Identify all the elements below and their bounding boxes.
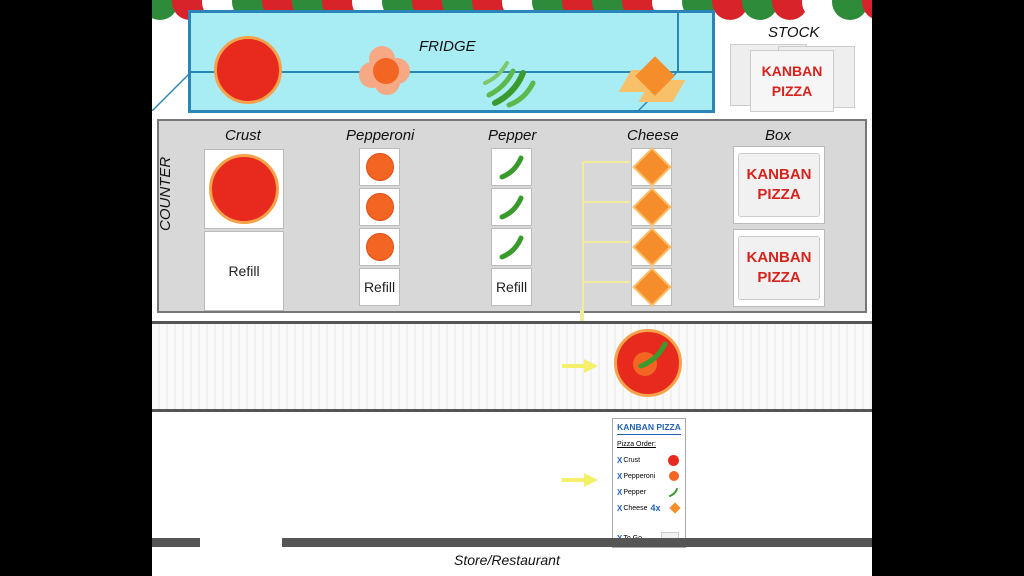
- order-check-mark: X: [617, 455, 623, 465]
- pepper-slot-2[interactable]: [491, 188, 532, 226]
- fridge-label: FRIDGE: [419, 38, 476, 55]
- cheese-slot-4[interactable]: [631, 267, 672, 307]
- conveyor-bottom-edge: [152, 409, 872, 412]
- order-row-pepperoni: X Pepperoni: [617, 468, 681, 484]
- pepper-slot-3[interactable]: [491, 228, 532, 266]
- store-label: Store/Restaurant: [454, 552, 560, 568]
- stock-box-text-2: PIZZA: [771, 83, 813, 99]
- cheese-slot-3[interactable]: [631, 227, 672, 267]
- crust-refill-card[interactable]: Refill: [204, 231, 284, 311]
- arrow-right-icon: [562, 359, 598, 373]
- pizza-in-progress[interactable]: [614, 329, 682, 397]
- arrow-right-icon: [562, 473, 598, 487]
- pizza-box-icon: KANBAN PIZZA: [738, 153, 820, 217]
- column-title-cheese: Cheese: [627, 127, 679, 144]
- stock-boxes[interactable]: KANBAN PIZZA: [730, 42, 855, 112]
- order-row-crust: X Crust: [617, 452, 681, 468]
- order-row-cheese: X Cheese 4x: [617, 500, 681, 516]
- pizza-pepper-topping: [638, 341, 668, 369]
- crust-icon: [668, 454, 679, 466]
- cheese-slot-1[interactable]: [631, 147, 672, 187]
- cheese-icon: [631, 267, 672, 307]
- stock-box-text-1: KANBAN: [761, 63, 823, 79]
- fridge-crust-icon[interactable]: [214, 36, 282, 104]
- order-check-mark: X: [617, 487, 623, 497]
- game-scene: FRIDGE STOCK KANBAN PIZZA: [152, 0, 872, 576]
- box-text-2: PIZZA: [757, 269, 801, 286]
- stock-label: STOCK: [768, 24, 820, 41]
- fridge-pepper-icon[interactable]: [481, 53, 541, 108]
- order-check-mark: X: [617, 471, 623, 481]
- pepper-icon: [499, 195, 523, 220]
- store-wall-left: [152, 538, 200, 547]
- pepperoni-slot-1[interactable]: [359, 148, 400, 186]
- cheese-slot-2[interactable]: [631, 187, 672, 227]
- crust-refill-label: Refill: [228, 263, 260, 279]
- pepperoni-refill-label: Refill: [363, 279, 396, 295]
- box-slot-2[interactable]: KANBAN PIZZA: [733, 229, 825, 307]
- order-ticket[interactable]: KANBAN PIZZA Pizza Order: X Crust X Pepp…: [612, 418, 686, 548]
- fridge-pepperoni-icon[interactable]: [359, 46, 414, 101]
- conveyor-belt: [152, 324, 872, 409]
- column-title-crust: Crust: [225, 127, 261, 144]
- pepper-slot-1[interactable]: [491, 148, 532, 186]
- order-item-label: Crust: [623, 456, 641, 464]
- column-title-box: Box: [765, 127, 791, 144]
- pepperoni-slot-3[interactable]: [359, 228, 400, 266]
- kanban-signal-lines: [582, 161, 632, 321]
- box-text-1: KANBAN: [746, 166, 812, 183]
- box-slot-1[interactable]: KANBAN PIZZA: [733, 146, 825, 224]
- crust-slot[interactable]: [204, 149, 284, 229]
- conveyor-top-edge: [152, 321, 872, 324]
- box-text-2: PIZZA: [757, 186, 801, 203]
- cheese-icon: [669, 502, 681, 514]
- pepper-icon: [499, 235, 523, 260]
- pepper-icon: [499, 155, 523, 180]
- box-text-1: KANBAN: [746, 249, 812, 266]
- pizza-box-icon: KANBAN PIZZA: [738, 236, 820, 300]
- order-title: KANBAN PIZZA: [617, 422, 681, 435]
- crust-icon: [209, 154, 279, 224]
- order-item-label: Pepper: [623, 488, 646, 496]
- fridge[interactable]: FRIDGE: [152, 10, 715, 113]
- pepperoni-icon: [365, 233, 394, 261]
- store-wall-right: [282, 538, 872, 547]
- pepperoni-icon: [365, 193, 394, 221]
- pepper-refill-label: Refill: [495, 279, 528, 295]
- order-heading: Pizza Order:: [617, 441, 656, 448]
- order-item-qty: 4x: [650, 503, 661, 513]
- pepper-refill-card[interactable]: Refill: [491, 268, 532, 306]
- order-check-mark: X: [617, 503, 623, 513]
- counter: COUNTER Crust Pepperoni Pepper Cheese Bo…: [157, 119, 867, 321]
- cheese-icon: [631, 227, 672, 267]
- pepperoni-slot-2[interactable]: [359, 188, 400, 226]
- order-item-label: Pepperoni: [623, 472, 656, 480]
- order-item-label: Cheese: [623, 504, 648, 512]
- fridge-cheese-icon[interactable]: [618, 56, 689, 106]
- pepperoni-icon: [365, 153, 394, 181]
- order-row-pepper: X Pepper: [617, 484, 681, 500]
- cheese-icon: [631, 147, 672, 187]
- pepperoni-icon: [669, 471, 679, 481]
- cheese-icon: [631, 187, 672, 227]
- column-title-pepper: Pepper: [488, 127, 537, 144]
- pepper-icon: [669, 488, 678, 497]
- counter-label: COUNTER: [157, 156, 174, 231]
- column-title-pepperoni: Pepperoni: [346, 127, 415, 144]
- pepperoni-refill-card[interactable]: Refill: [359, 268, 400, 306]
